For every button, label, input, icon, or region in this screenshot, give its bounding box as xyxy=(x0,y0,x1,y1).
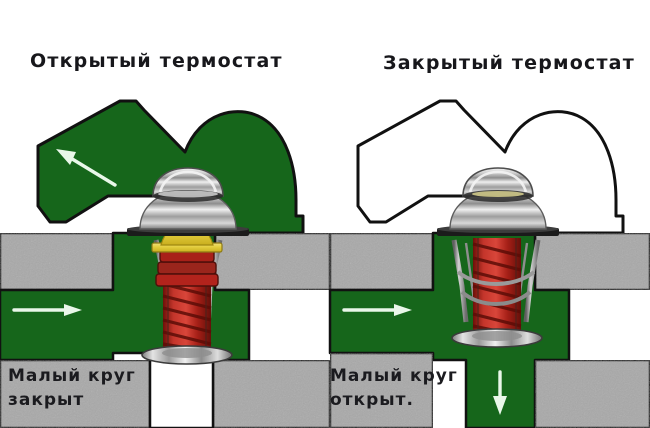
right-engine-block-lower-right xyxy=(533,358,650,428)
left-dome-cap xyxy=(152,167,224,197)
left-inlet-flow-arrow xyxy=(12,304,82,316)
right-thermostat-assembly xyxy=(437,167,559,348)
caption-left-line2: закрыт xyxy=(8,390,85,410)
right-main-spring xyxy=(472,238,522,338)
left-secondary-coils xyxy=(155,249,219,287)
right-strut-ring-lower xyxy=(460,290,532,306)
panel-right-closed xyxy=(328,99,650,428)
right-frame-strut-left xyxy=(451,239,469,323)
title-right-closed-thermostat: Закрытый термостат xyxy=(383,52,635,74)
right-inlet-flow-arrow xyxy=(342,304,412,316)
left-main-spring xyxy=(162,280,212,354)
right-engine-block-upper-right xyxy=(533,231,650,292)
left-engine-block-upper-left xyxy=(0,231,115,292)
right-bypass-flow-arrow xyxy=(493,370,507,415)
right-frame-strut-right xyxy=(523,239,541,323)
right-dome-cap xyxy=(462,167,534,197)
title-left-open-thermostat: Открытый термостат xyxy=(30,50,283,72)
caption-right-line1: Малый круг xyxy=(330,366,458,386)
right-engine-block-upper-left xyxy=(328,231,435,292)
left-outlet-flow-arrow xyxy=(56,149,117,187)
panel-left-open xyxy=(0,99,332,428)
caption-right-line2: открыт. xyxy=(330,390,414,410)
left-small-circuit-channel-closed xyxy=(148,358,215,428)
left-thermostat-assembly xyxy=(127,167,249,365)
right-frame-strut-inner-left xyxy=(464,242,476,301)
left-engine-block-lower-right xyxy=(211,358,332,428)
caption-left-line1: Малый круг xyxy=(8,366,136,386)
right-strut-ring-upper xyxy=(456,270,536,286)
right-engine-block-lower-left xyxy=(328,351,435,428)
left-engine-block-upper-right xyxy=(213,231,332,292)
